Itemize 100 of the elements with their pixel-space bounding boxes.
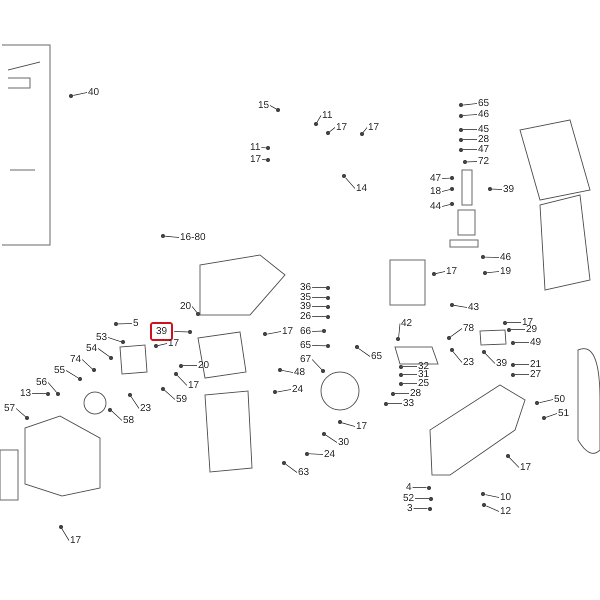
screw-point <box>263 332 268 336</box>
callout-number: 25 <box>418 378 430 389</box>
leader-line <box>546 413 558 418</box>
screw-point <box>542 416 546 420</box>
callout-number: 24 <box>292 384 304 395</box>
screw-point <box>321 369 326 374</box>
callout-number: 28 <box>410 388 422 399</box>
callout-number: 50 <box>554 394 566 405</box>
screw-point <box>161 386 166 391</box>
leader-line <box>158 343 168 346</box>
screw-point <box>354 345 359 350</box>
screw-point <box>188 330 192 334</box>
leader-line <box>329 127 336 132</box>
leader-line <box>484 494 500 498</box>
leader-line <box>72 92 88 96</box>
leader-line <box>182 365 198 366</box>
leader-line <box>174 331 188 332</box>
leader-line <box>398 323 400 338</box>
callout-number: 55 <box>54 365 66 376</box>
callout-number: 3 <box>407 503 413 514</box>
leader-line <box>454 304 468 308</box>
leader-line <box>486 271 500 274</box>
screw-point <box>276 108 280 112</box>
leader-line <box>486 505 500 512</box>
leader-line <box>394 393 410 394</box>
screw-point <box>450 202 454 206</box>
screw-point <box>25 416 29 420</box>
screw-point <box>459 103 464 108</box>
leader-line <box>508 457 520 468</box>
screw-point <box>69 94 74 98</box>
callout-number: 17 <box>70 535 82 546</box>
screw-point <box>128 393 132 398</box>
leader-line <box>341 422 356 427</box>
callout-number: 66 <box>300 326 312 337</box>
callout-number: 12 <box>500 506 512 517</box>
screw-point <box>450 348 454 352</box>
callout-number: 43 <box>468 302 480 313</box>
callout-number: 17 <box>168 338 180 349</box>
callout-number: 67 <box>300 354 312 365</box>
leader-line <box>324 434 338 443</box>
screw-point <box>278 368 282 372</box>
leader-line <box>312 330 322 332</box>
leader-line <box>402 366 418 367</box>
screw-point <box>266 146 270 150</box>
screw-point <box>459 128 463 132</box>
callout-number: 17 <box>188 380 200 391</box>
callout-number: 17 <box>282 326 294 337</box>
callout-number: 46 <box>500 252 512 263</box>
screw-point <box>114 322 118 326</box>
leader-line <box>412 487 427 488</box>
callout-number: 58 <box>123 415 134 426</box>
leader-line <box>402 383 418 384</box>
leader-line <box>312 287 327 288</box>
screw-point <box>108 408 112 412</box>
callout-number: 17 <box>520 462 532 473</box>
leader-line <box>362 127 368 133</box>
screw-point <box>506 454 510 458</box>
callout-number: 15 <box>258 100 270 111</box>
callout-number: 44 <box>430 201 442 212</box>
callout-number: 23 <box>140 403 152 414</box>
callout-number: 29 <box>526 324 538 335</box>
screw-point <box>450 176 454 180</box>
leader-line <box>462 129 478 130</box>
screw-point <box>511 340 515 344</box>
leader-line <box>316 115 322 123</box>
callout-number: 53 <box>96 332 108 343</box>
callout-number: 23 <box>463 357 474 368</box>
callout-number: 28 <box>478 134 490 145</box>
leader-line <box>514 364 530 365</box>
leader-line <box>285 464 298 473</box>
screw-point <box>121 340 126 344</box>
screw-point <box>266 158 270 162</box>
callout-number: 51 <box>558 408 570 419</box>
screw-point <box>384 402 388 406</box>
leader-line <box>514 374 530 375</box>
callout-number: 31 <box>418 369 430 380</box>
leader-line <box>388 403 402 404</box>
callout-number: 74 <box>70 354 82 365</box>
leader-line <box>176 375 188 386</box>
callout-number: 19 <box>500 266 512 277</box>
screw-point <box>314 122 318 126</box>
callout-number: 11 <box>250 142 260 153</box>
callout-number: 17 <box>250 154 262 165</box>
leader-line <box>164 390 176 400</box>
callout-number: 20 <box>180 301 192 312</box>
screw-point <box>179 364 183 368</box>
leader-line <box>462 103 478 106</box>
screw-point <box>326 344 330 348</box>
screw-point <box>481 492 486 496</box>
leader-line <box>442 204 450 207</box>
screw-point <box>399 382 403 386</box>
screw-point <box>326 131 330 135</box>
leader-line <box>111 410 122 421</box>
screw-point <box>399 364 403 368</box>
leader-line <box>413 508 428 509</box>
leader-line <box>98 348 110 358</box>
callout-number: 59 <box>176 394 188 405</box>
callout-number: 65 <box>300 340 312 351</box>
callout-number: 26 <box>300 311 312 322</box>
leader-line <box>414 498 430 499</box>
